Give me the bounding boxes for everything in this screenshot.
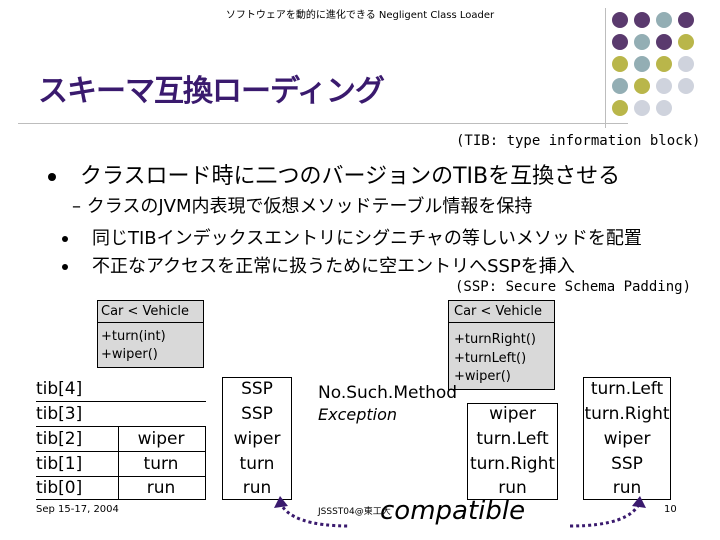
footer-date: Sep 15-17, 2004 xyxy=(36,504,119,515)
bullet-sub: – クラスのJVM内表現で仮想メソッドテーブル情報を保持 xyxy=(72,196,533,217)
tib-table-old xyxy=(222,377,292,500)
dot xyxy=(678,34,694,50)
method-label: +turnLeft() xyxy=(454,351,527,366)
compatible-label: compatible xyxy=(380,496,526,526)
tib-entry: turn.Left xyxy=(476,429,549,449)
method-label: +wiper() xyxy=(101,347,158,362)
tib-entry: wiper xyxy=(603,429,651,449)
class-box-new xyxy=(448,300,555,390)
tib-entry: run xyxy=(146,478,176,498)
dot xyxy=(612,34,628,50)
tib-entry: run xyxy=(242,478,272,498)
col-border xyxy=(118,426,119,500)
dot xyxy=(612,56,628,72)
row-line xyxy=(36,499,206,500)
bullet-main-text: クラスロード時に二つのバージョンのTIBを互換させる xyxy=(80,164,621,189)
dot xyxy=(612,12,628,28)
tib-entry: wiper xyxy=(137,429,185,449)
class-name-old: Car < Vehicle xyxy=(101,304,190,319)
tib-note: (TIB: type information block) xyxy=(456,133,701,149)
bullet-item: 同じTIBインデックスエントリにシグニチャの等しいメソッドを配置 xyxy=(62,224,642,250)
divider-vertical xyxy=(605,8,606,128)
tib-label: tib[2] xyxy=(36,429,83,449)
dot xyxy=(634,34,650,50)
row-line xyxy=(36,476,206,477)
tib-label: tib[0] xyxy=(36,478,83,498)
dot xyxy=(634,78,650,94)
tib-entry: turn.Right xyxy=(469,454,556,474)
dot xyxy=(678,12,694,28)
tib-entry: turn xyxy=(143,454,179,474)
tib-table-new xyxy=(467,403,558,500)
dot xyxy=(678,56,694,72)
dot xyxy=(656,100,672,116)
slide-header: ソフトウェアを動的に進化できる Negligent Class Loader xyxy=(225,10,495,21)
class-name-new: Car < Vehicle xyxy=(454,304,543,319)
class-box-old xyxy=(97,300,204,368)
tib-entry: turn.Right xyxy=(584,404,670,424)
row-line xyxy=(36,426,206,427)
slide-title: スキーマ互換ローディング xyxy=(38,74,385,109)
tib-entry: turn xyxy=(239,454,275,474)
bullet-main: クラスロード時に二つのバージョンのTIBを互換させる xyxy=(48,158,620,190)
dot xyxy=(656,56,672,72)
row-line xyxy=(36,401,206,402)
exception-label: No.Such.Method xyxy=(318,383,458,403)
class-box-divider xyxy=(97,322,204,323)
tib-label: tib[4] xyxy=(36,379,83,399)
dot xyxy=(656,34,672,50)
tib-entry: run xyxy=(612,478,642,498)
dot xyxy=(656,12,672,28)
tib-entry: wiper xyxy=(489,404,536,424)
dot xyxy=(634,56,650,72)
bullet-icon xyxy=(48,173,56,181)
bullet-item-text: 同じTIBインデックスエントリにシグニチャの等しいメソッドを配置 xyxy=(92,228,642,249)
tib-entry: run xyxy=(498,478,527,498)
dot xyxy=(634,100,650,116)
tib-entry-ssp: SSP xyxy=(611,454,643,474)
tib-entry: wiper xyxy=(233,429,281,449)
tib-label: tib[1] xyxy=(36,454,83,474)
compatible-arrow xyxy=(274,496,646,528)
method-label: +turn(int) xyxy=(101,329,166,344)
bullet-icon xyxy=(62,264,68,270)
dot xyxy=(634,12,650,28)
dot xyxy=(678,78,694,94)
tib-table-new-padded xyxy=(583,377,671,500)
bullet-icon xyxy=(62,236,68,242)
page-number: 10 xyxy=(664,504,677,515)
dot xyxy=(612,78,628,94)
tib-entry-ssp: SSP xyxy=(241,404,273,424)
dot xyxy=(656,78,672,94)
dot xyxy=(612,100,628,116)
tib-label: tib[3] xyxy=(36,404,83,424)
bullet-item: 不正なアクセスを正常に扱うために空エントリへSSPを挿入 xyxy=(62,252,575,278)
row-line xyxy=(36,451,206,452)
method-label: +turnRight() xyxy=(454,332,536,347)
footer-venue: JSSST04@東工大 xyxy=(318,507,391,517)
method-label: +wiper() xyxy=(454,369,511,384)
bullet-item-text: 不正なアクセスを正常に扱うために空エントリへSSPを挿入 xyxy=(92,256,575,277)
tib-entry-ssp: SSP xyxy=(241,379,273,399)
col-border xyxy=(205,426,206,500)
exception-label: Exception xyxy=(318,405,398,424)
divider-horizontal xyxy=(18,123,628,124)
tib-entry: turn.Left xyxy=(590,379,664,399)
ssp-note: (SSP: Secure Schema Padding) xyxy=(455,279,692,295)
class-box-divider xyxy=(448,322,555,323)
